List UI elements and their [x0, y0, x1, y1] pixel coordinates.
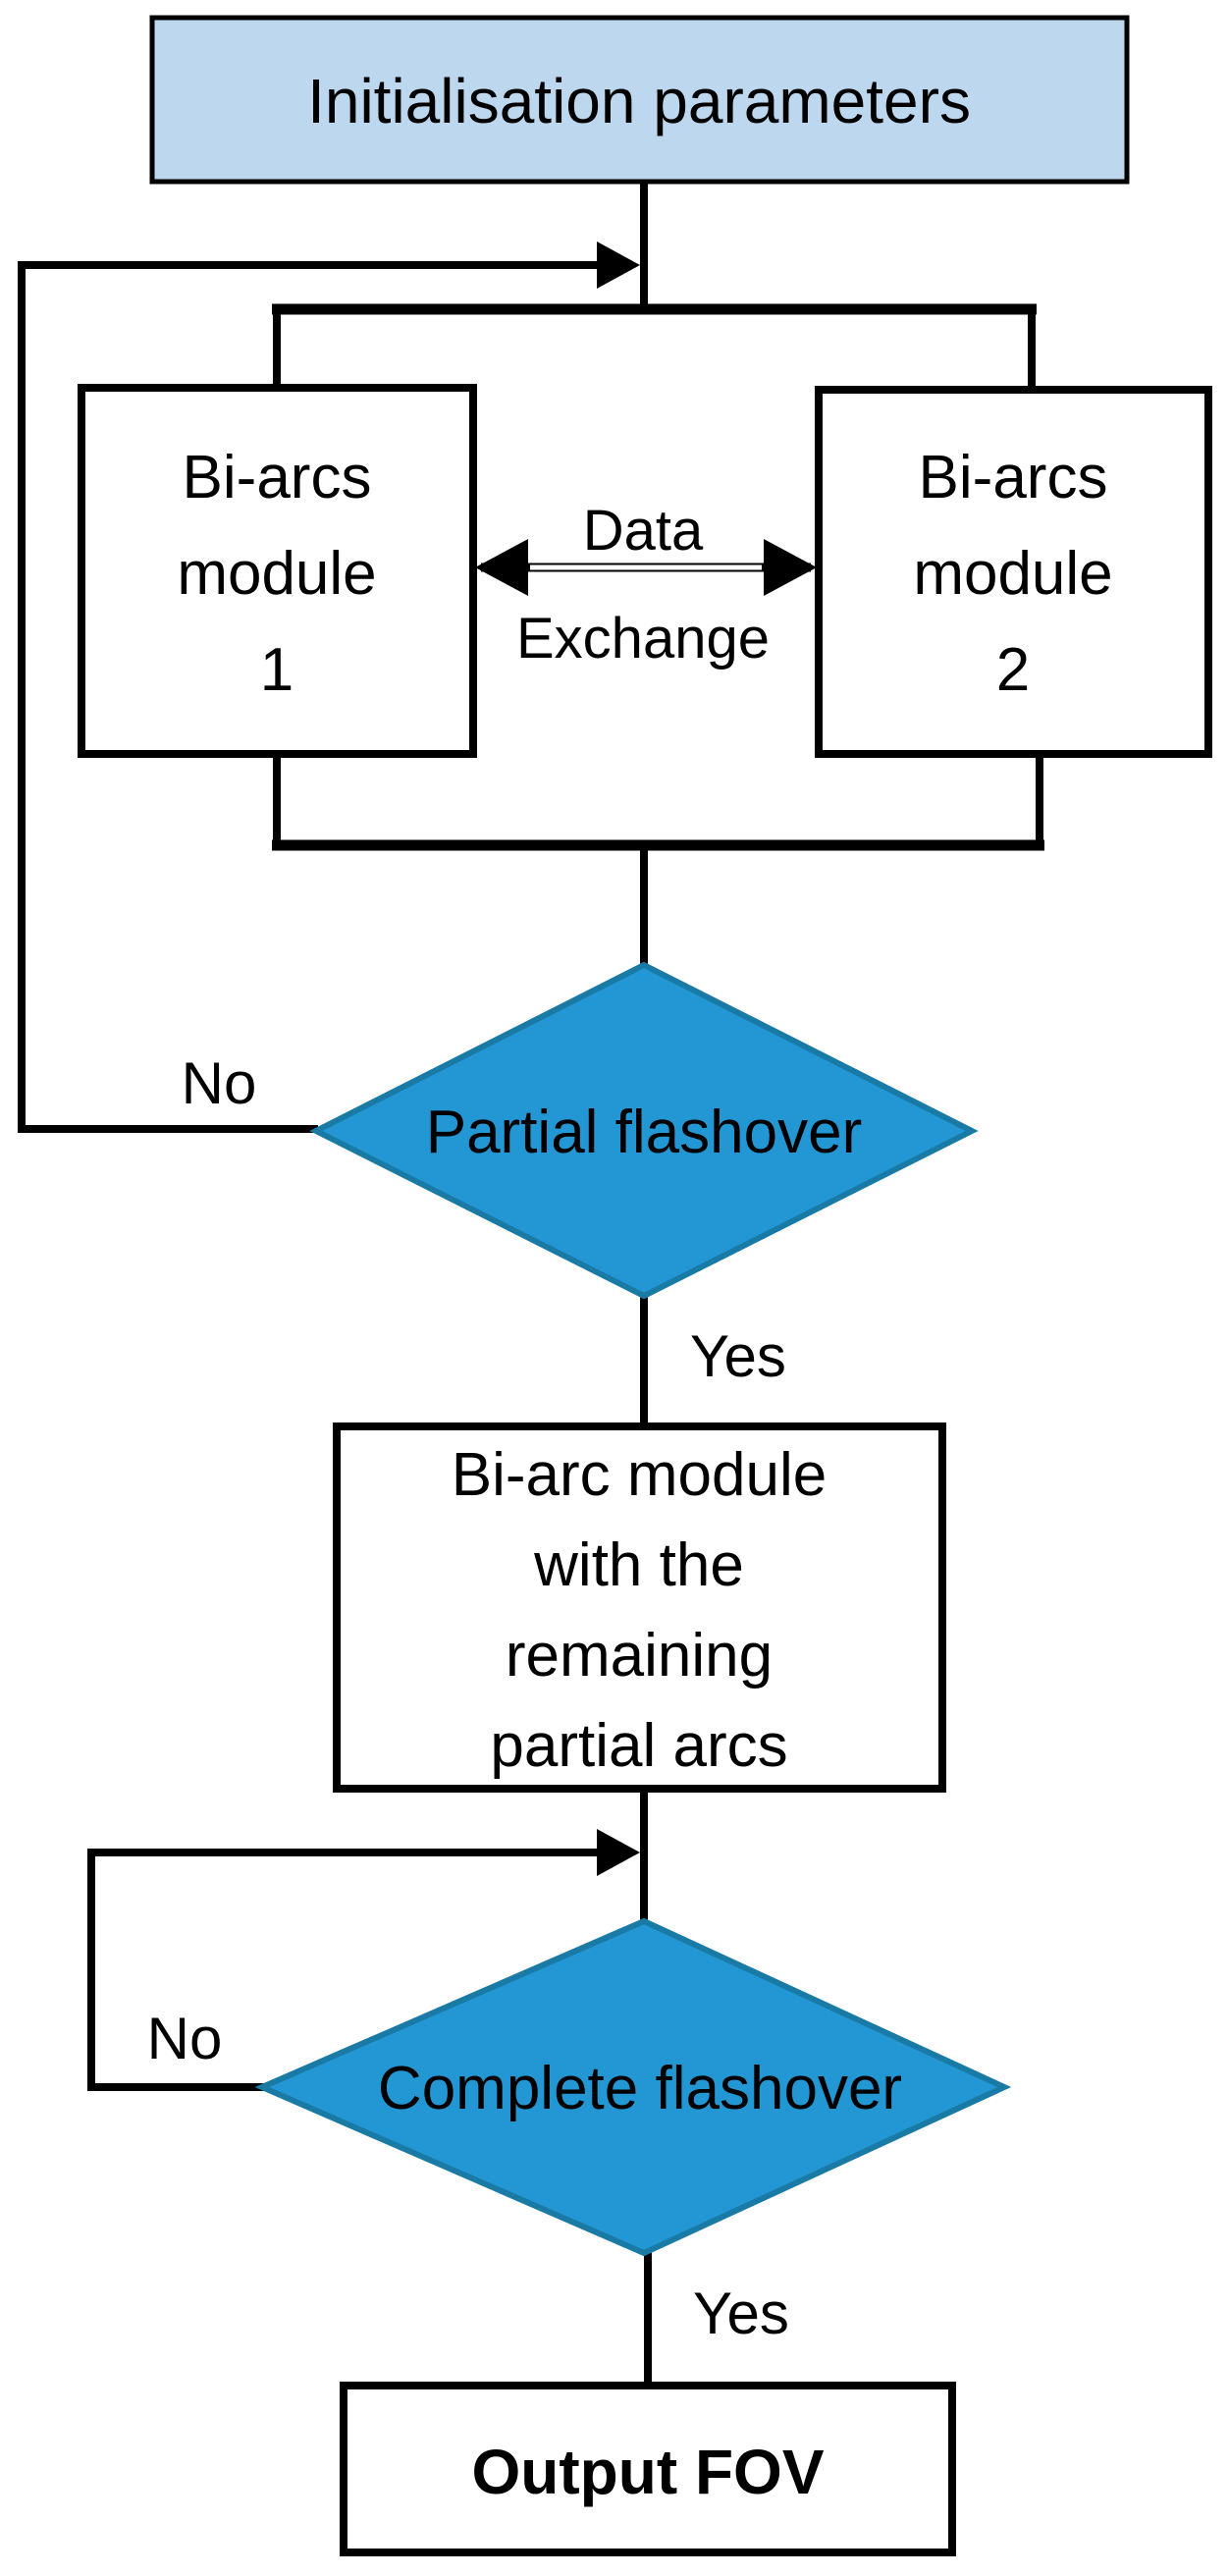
- edge-data-exchange-label-bottom: Exchange: [516, 607, 770, 671]
- node-biarc-remaining-line3: remaining: [506, 1622, 773, 1690]
- node-biarc-remaining-line1: Bi-arc module: [452, 1441, 827, 1509]
- node-output-fov-label: Output FOV: [471, 2437, 824, 2507]
- arrowhead-complete-no-loop: [597, 1829, 640, 1876]
- node-partial-flashover: [309, 961, 979, 1300]
- edge-complete-no-loop: [87, 1849, 603, 2091]
- node-output-fov: [340, 2382, 956, 2556]
- edge-branch-to-modules: [273, 305, 1036, 393]
- edge-partial-no-loop: [18, 261, 603, 1133]
- node-bi-arcs-module-2-line3: 2: [996, 636, 1030, 704]
- node-biarc-remaining-line2: with the: [533, 1531, 744, 1599]
- node-bi-arcs-module-2-line1: Bi-arcs: [919, 444, 1108, 511]
- edge-data-exchange-label-top: Data: [583, 499, 704, 563]
- arrowhead-partial-no-loop: [597, 242, 640, 289]
- node-bi-arcs-module-1-line1: Bi-arcs: [183, 444, 372, 511]
- node-complete-flashover-label: Complete flashover: [378, 2055, 902, 2122]
- node-bi-arcs-module-1-line3: 1: [260, 636, 294, 704]
- edge-partial-no-label: No: [182, 1050, 257, 1116]
- edge-partial-yes-label: Yes: [690, 1323, 786, 1389]
- node-partial-flashover-label: Partial flashover: [426, 1099, 863, 1166]
- node-biarc-remaining: [333, 1422, 946, 1793]
- edge-modules-to-merge: [273, 751, 1043, 849]
- node-biarc-remaining-line4: partial arcs: [490, 1712, 787, 1780]
- node-initialisation-parameters-label: Initialisation parameters: [307, 66, 971, 136]
- node-initialisation-parameters: [149, 15, 1130, 185]
- edge-complete-yes-label: Yes: [693, 2281, 789, 2346]
- node-bi-arcs-module-2-line2: module: [913, 540, 1112, 608]
- node-bi-arcs-module-1: [78, 384, 477, 758]
- edge-complete-no-label: No: [147, 2006, 223, 2071]
- arrowhead-data-exchange-left: [475, 539, 528, 596]
- node-bi-arcs-module-2: [815, 386, 1212, 758]
- arrowhead-data-exchange-right: [764, 539, 817, 596]
- node-bi-arcs-module-1-line2: module: [177, 540, 376, 608]
- node-complete-flashover: [254, 1917, 1012, 2257]
